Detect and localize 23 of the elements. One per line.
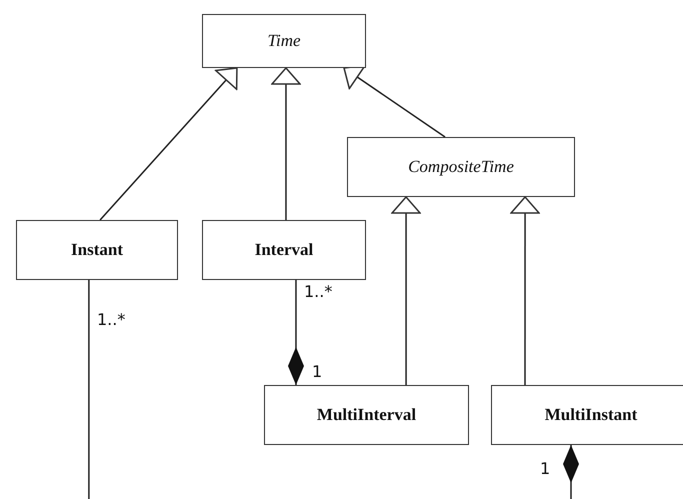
- generalization-arrow: [510, 196, 540, 385]
- class-name: CompositeTime: [408, 157, 514, 177]
- class-name: MultiInstant: [544, 405, 638, 425]
- association-line: [88, 280, 90, 499]
- generalization-arrow: [271, 67, 301, 220]
- generalization-arrow: [100, 67, 238, 220]
- class-box: [202, 14, 366, 68]
- class-box: [264, 385, 469, 445]
- multiplicity-label: 1: [312, 362, 322, 381]
- class-box: [347, 137, 575, 197]
- generalization-arrow: [391, 196, 421, 385]
- multiplicity-label: 1..*: [97, 310, 126, 329]
- class-name: Interval: [254, 240, 314, 260]
- composition-line: [288, 280, 304, 385]
- class-name: MultiInterval: [316, 405, 416, 425]
- class-name: Instant: [71, 240, 123, 260]
- class-box: [16, 220, 178, 280]
- class-box: [202, 220, 366, 280]
- class-name: Time: [267, 31, 301, 51]
- multiplicity-label: 1: [540, 459, 550, 478]
- composition-line: [563, 445, 579, 499]
- class-box: [491, 385, 683, 445]
- multiplicity-label: 1..*: [304, 282, 332, 301]
